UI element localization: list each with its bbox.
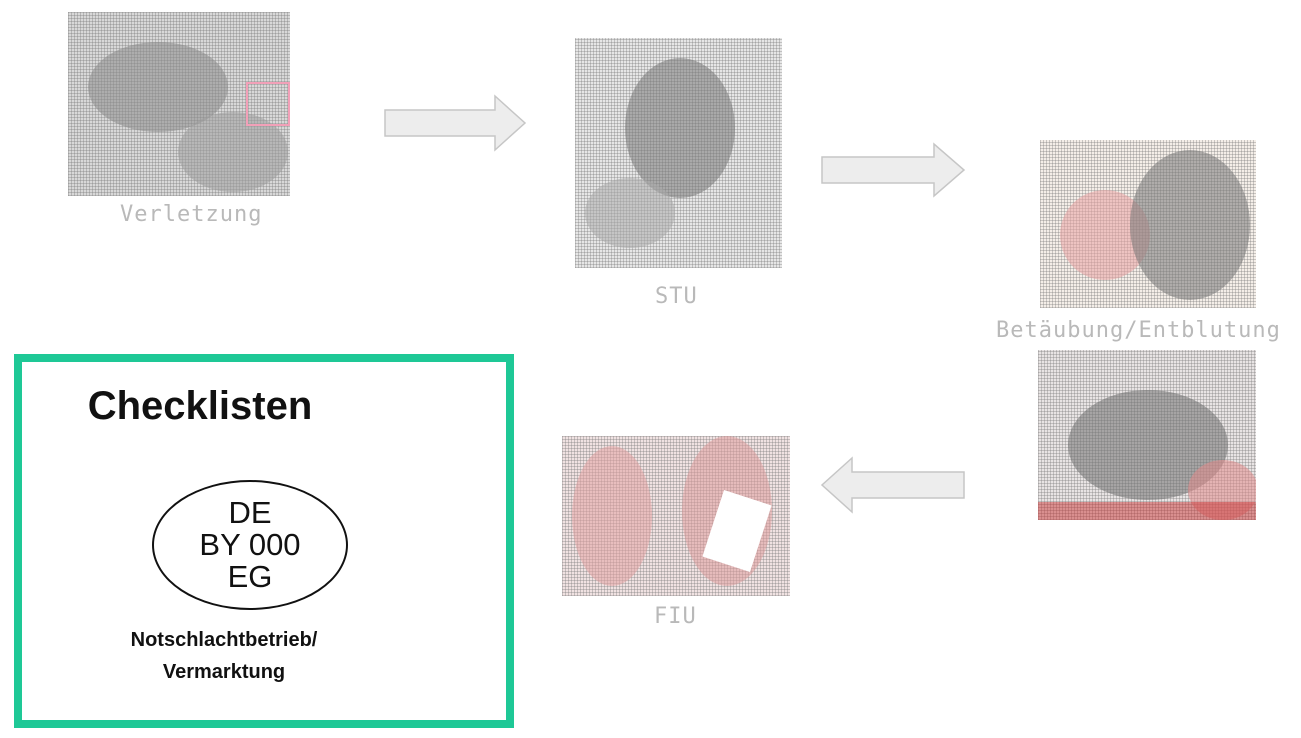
step-label-fiu: FIU bbox=[654, 604, 697, 629]
left-arrow-1 bbox=[820, 456, 965, 514]
step-label-stu: STU bbox=[655, 284, 698, 309]
checklist-panel: Checklisten DE BY 000 EG Notschlachtbetr… bbox=[14, 354, 514, 728]
stamp-eg: EG bbox=[227, 559, 273, 594]
caption-line-1: Notschlachtbetrieb/ bbox=[130, 629, 318, 651]
bleeding-photo bbox=[1038, 350, 1256, 520]
stamp-number: BY 000 bbox=[199, 527, 301, 562]
approval-stamp-oval: DE BY 000 EG bbox=[152, 480, 348, 610]
caption-line-2: Vermarktung bbox=[162, 661, 286, 683]
stamp-country: DE bbox=[228, 495, 272, 530]
injury-photo bbox=[68, 12, 290, 196]
step-label-betaeubung: Betäubung/Entblutung bbox=[996, 318, 1281, 343]
right-arrow-1 bbox=[384, 94, 527, 152]
stu-photo bbox=[575, 38, 782, 268]
checklist-caption: Notschlachtbetrieb/ Vermarktung bbox=[62, 624, 386, 688]
step-label-verletzung: Verletzung bbox=[120, 202, 263, 227]
right-arrow-2 bbox=[821, 142, 966, 198]
fiu-photo bbox=[562, 436, 790, 596]
stunning-photo bbox=[1040, 140, 1256, 308]
checklist-title: Checklisten bbox=[87, 384, 313, 428]
injury-highlight-box bbox=[246, 82, 290, 126]
